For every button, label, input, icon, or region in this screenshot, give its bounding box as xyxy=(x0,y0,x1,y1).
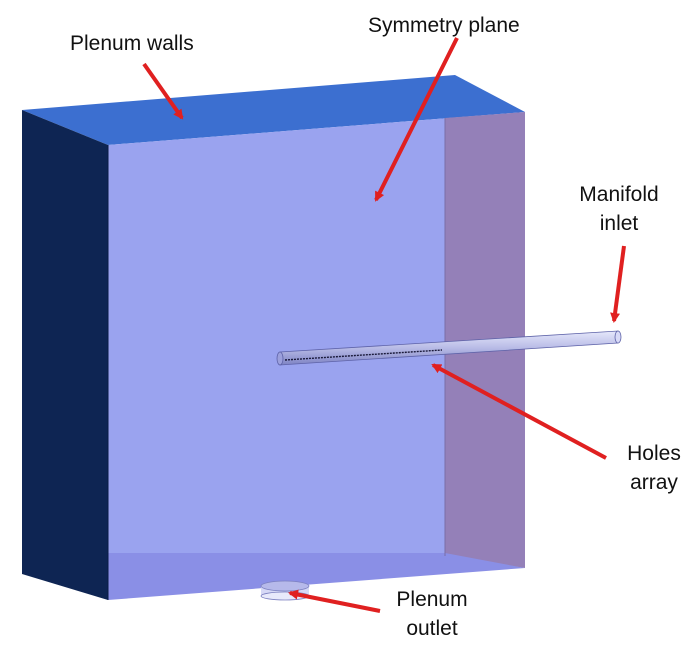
arrow-plenum-outlet xyxy=(288,589,381,613)
label-plenum-outlet: Plenum outlet xyxy=(386,585,478,643)
label-symmetry-plane: Symmetry plane xyxy=(368,14,520,37)
label-holes-array-line1: Holes xyxy=(627,442,681,465)
manifold-tube xyxy=(276,330,622,366)
arrow-symmetry-plane xyxy=(374,37,459,202)
label-plenum-walls: Plenum walls xyxy=(70,32,194,55)
label-manifold-inlet-line2: inlet xyxy=(599,212,639,235)
label-plenum-outlet-line1: Plenum xyxy=(396,588,468,611)
label-holes-array: Holes array xyxy=(612,439,696,497)
holes-array-line xyxy=(284,349,443,361)
label-manifold-inlet: Manifold inlet xyxy=(563,180,675,238)
arrow-holes-array xyxy=(431,363,607,460)
plenum-top-face xyxy=(22,75,525,145)
arrow-manifold-inlet xyxy=(610,245,626,323)
label-holes-array-line2: array xyxy=(630,471,678,494)
arrow-plenum-walls xyxy=(142,62,184,120)
plenum-left-wall xyxy=(22,110,108,600)
label-manifold-inlet-line1: Manifold xyxy=(579,183,659,206)
plenum-bottom-face xyxy=(108,553,525,600)
label-plenum-outlet-line2: outlet xyxy=(406,617,458,640)
symmetry-plane-face xyxy=(108,112,525,553)
